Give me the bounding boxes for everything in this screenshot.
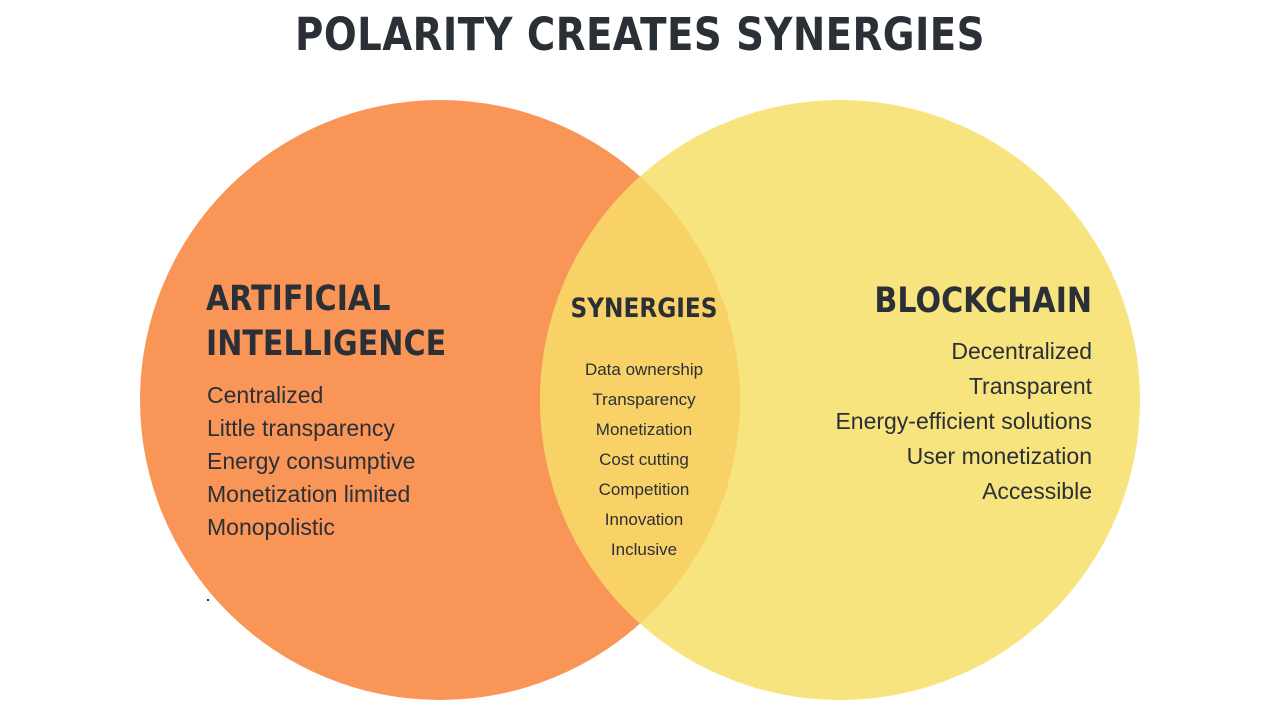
synergy-item: Cost cutting (599, 450, 689, 469)
synergy-item: Data ownership (584, 360, 704, 379)
ai-heading-line-1: ARTIFICIAL (206, 279, 391, 319)
synergy-item: Innovation (604, 510, 684, 529)
blockchain-heading: BLOCKCHAIN (874, 281, 1092, 321)
ai-trait: Monetization limited (207, 481, 411, 507)
stray-dot (207, 599, 209, 601)
slide-title: POLARITY CREATES SYNERGIES (295, 8, 985, 61)
blockchain-trait: Decentralized (951, 338, 1092, 364)
ai-trait: Energy consumptive (207, 448, 416, 474)
ai-heading-line-2: INTELLIGENCE (206, 324, 447, 364)
synergy-item: Inclusive (610, 540, 678, 559)
synergies-list: Data ownership Transparency Monetization… (544, 355, 744, 565)
synergy-item: Transparency (592, 390, 696, 409)
blockchain-trait: Accessible (982, 478, 1092, 504)
ai-traits-list: Centralized Little transparency Energy c… (207, 379, 415, 544)
blockchain-trait: Energy-efficient solutions (835, 408, 1092, 434)
synergy-item: Competition (598, 480, 690, 499)
blockchain-trait: Transparent (968, 373, 1092, 399)
ai-trait: Little transparency (207, 415, 395, 441)
ai-heading: ARTIFICIAL INTELLIGENCE (206, 277, 446, 367)
ai-trait: Monopolistic (207, 514, 335, 540)
ai-trait: Centralized (207, 382, 324, 408)
synergies-heading: SYNERGIES (570, 293, 718, 324)
blockchain-trait: User monetization (906, 443, 1092, 469)
overlap-region (540, 100, 740, 700)
synergy-item: Monetization (595, 420, 693, 439)
blockchain-traits-list: Decentralized Transparent Energy-efficie… (835, 334, 1092, 509)
